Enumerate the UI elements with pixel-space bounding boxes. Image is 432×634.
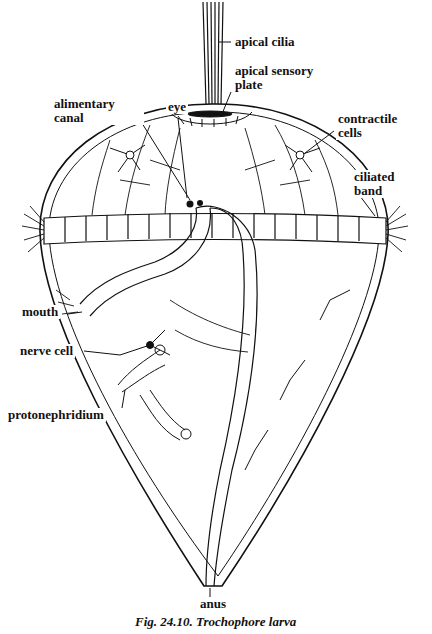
leader-line	[210, 588, 211, 597]
apical-sensory-plate	[178, 116, 238, 127]
leader-line	[178, 118, 187, 198]
part-label: contractile cells	[336, 112, 420, 140]
part-label: protonephridium	[6, 408, 106, 422]
alimentary-canal	[80, 208, 197, 304]
upper-cells	[120, 160, 310, 185]
leader-line	[68, 42, 375, 597]
eye	[187, 201, 194, 208]
ciliated-band	[44, 214, 386, 245]
leader-line	[84, 351, 120, 355]
body-wall	[40, 104, 388, 586]
nerve-cell	[147, 342, 154, 349]
alimentary-canal	[196, 206, 257, 586]
alimentary-canal	[206, 208, 244, 586]
upper-cells	[315, 140, 338, 215]
apical-cilia	[211, 2, 212, 104]
apical-cilia	[203, 2, 206, 104]
apical-cilia	[218, 2, 219, 104]
contractile-cell	[126, 151, 134, 159]
figure-caption: Fig. 24.10. Trochophore larva	[135, 614, 296, 630]
apical-cilia	[207, 2, 209, 104]
nerve-cell	[120, 330, 170, 355]
cilia-tufts	[386, 206, 408, 252]
upper-cells	[92, 125, 338, 215]
contractile-cell	[245, 430, 268, 470]
body-wall	[40, 104, 388, 586]
nerve-cell	[120, 330, 170, 355]
leader-line	[68, 312, 82, 314]
apical-cilia	[203, 2, 223, 104]
contractile-cell	[296, 151, 304, 159]
upper-cells	[245, 128, 265, 215]
apical-sensory-plate	[188, 111, 232, 117]
eye	[197, 200, 203, 206]
part-label: alimentary canal	[52, 97, 144, 125]
leader-line	[305, 131, 334, 153]
protonephridium	[181, 429, 191, 439]
protonephridium	[118, 350, 165, 392]
leader-line	[140, 120, 190, 200]
apical-cilia	[214, 2, 215, 104]
upper-cells	[125, 125, 150, 215]
contractile-cell	[110, 145, 145, 172]
cilia-tufts	[22, 206, 408, 314]
part-label: apical sensory plate	[233, 64, 337, 92]
apical-cilia	[221, 2, 223, 104]
body-wall	[49, 112, 379, 576]
part-label: mouth	[20, 305, 60, 319]
part-label: nerve cell	[18, 344, 75, 358]
leader-line	[219, 42, 231, 43]
part-label: anus	[198, 597, 228, 611]
part-label: apical cilia	[233, 35, 297, 49]
leader-line	[360, 196, 375, 216]
part-label: eye	[166, 100, 188, 114]
leader-line	[222, 92, 231, 114]
cilia-tufts	[22, 206, 44, 252]
protonephridium	[140, 390, 185, 440]
upper-cells	[92, 140, 110, 215]
alimentary-canal	[170, 300, 250, 352]
contractile-cell	[285, 145, 320, 172]
leader-line	[122, 390, 125, 408]
ciliated-band	[65, 213, 359, 242]
alimentary-canal	[90, 208, 210, 316]
contractile-cell	[280, 290, 350, 400]
part-label: ciliated band	[352, 170, 416, 198]
alimentary-canal	[80, 206, 257, 586]
protonephridium	[118, 345, 191, 440]
ciliated-band	[44, 213, 386, 244]
